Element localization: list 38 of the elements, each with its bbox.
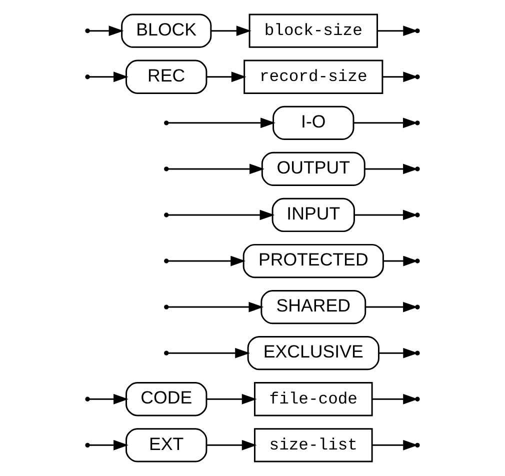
arrow <box>354 210 418 220</box>
node-box: file-code <box>254 382 373 416</box>
node-box: EXCLUSIVE <box>247 336 380 370</box>
arrow <box>383 256 418 266</box>
arrow <box>168 256 246 266</box>
arrow <box>378 348 418 358</box>
arrow <box>365 302 418 312</box>
arrow <box>372 440 418 450</box>
arrow <box>354 118 418 128</box>
node-box: size-list <box>254 428 373 462</box>
node-box: EXT <box>126 428 208 462</box>
arrow <box>168 118 276 128</box>
arrow <box>168 210 275 220</box>
arrow <box>206 394 257 404</box>
arrow <box>89 72 128 82</box>
node-box: PROTECTED <box>242 244 384 278</box>
node-box: OUTPUT <box>261 152 366 186</box>
node-box: SHARED <box>260 290 366 324</box>
arrow <box>89 440 128 450</box>
arrow <box>382 72 418 82</box>
arrow <box>89 394 128 404</box>
node-box: record-size <box>244 60 384 94</box>
arrow <box>168 348 250 358</box>
arrow <box>168 302 264 312</box>
node-box: block-size <box>248 14 378 48</box>
arrow <box>211 26 252 36</box>
arrow <box>378 26 418 36</box>
arrow <box>206 72 246 82</box>
node-box: INPUT <box>272 198 355 232</box>
node-box: I-O <box>272 106 354 140</box>
arrow <box>206 440 257 450</box>
arrow <box>89 26 124 36</box>
arrow <box>372 394 418 404</box>
arrow <box>364 164 418 174</box>
node-box: BLOCK <box>121 14 212 48</box>
node-box: REC <box>126 60 208 94</box>
arrow <box>168 164 264 174</box>
node-box: CODE <box>126 382 208 416</box>
